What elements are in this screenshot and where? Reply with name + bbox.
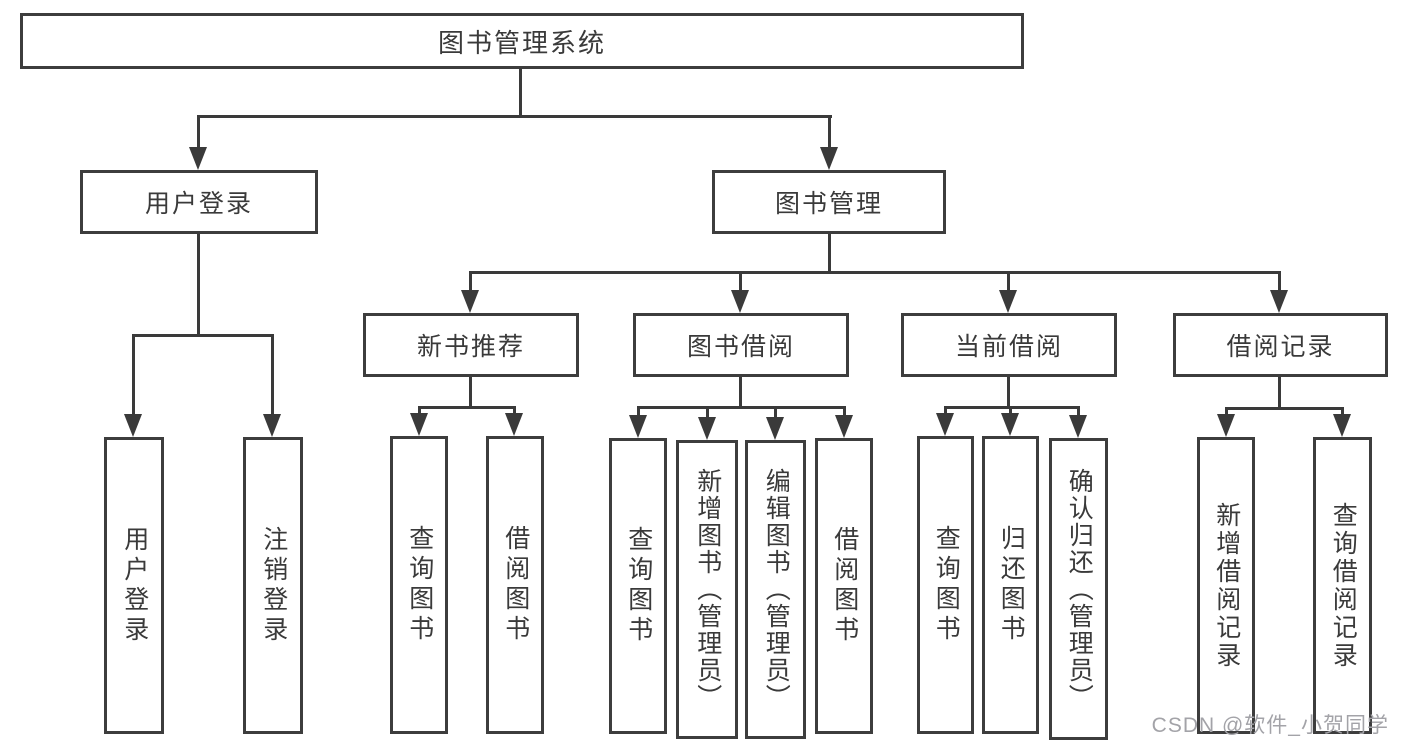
leaf-confirm-return-admin: 确认归还（管理员）	[1049, 438, 1108, 740]
arrow-down-icon	[1333, 414, 1351, 437]
connector-drop	[944, 406, 947, 416]
leaf-query-books-recommend: 查询图书	[390, 436, 448, 734]
node-new-book-recommend: 新书推荐	[363, 313, 579, 377]
arrow-down-icon	[766, 417, 784, 440]
arrow-down-icon	[820, 147, 838, 170]
leaf-return-books: 归还图书	[982, 436, 1039, 734]
arrow-down-icon	[410, 413, 428, 436]
connector-current-borrow-stem	[1007, 377, 1010, 409]
node-borrow-records: 借阅记录	[1173, 313, 1388, 377]
leaf-borrow-books: 借阅图书	[815, 438, 873, 734]
connector-borrow-records-stem	[1278, 377, 1281, 410]
leaf-query-borrow-record: 查询借阅记录	[1313, 437, 1372, 734]
connector-borrow-records-split	[1225, 407, 1344, 410]
arrow-down-icon	[1001, 413, 1019, 436]
node-library-management-system: 图书管理系统	[20, 13, 1024, 69]
connector-drop	[1077, 406, 1080, 416]
node-book-management: 图书管理	[712, 170, 946, 234]
connector-drop-leaf-logout	[271, 334, 274, 416]
connector-drop	[637, 406, 640, 418]
leaf-logout: 注销登录	[243, 437, 303, 734]
connector-book-management-stem	[828, 234, 831, 274]
arrow-down-icon	[124, 414, 142, 437]
connector-current-borrow-split	[944, 406, 1080, 409]
connector-drop	[418, 406, 421, 416]
connector-root-split	[197, 115, 832, 118]
connector-drop	[1009, 406, 1012, 416]
connector-drop	[1225, 407, 1228, 417]
arrow-down-icon	[505, 413, 523, 436]
connector-drop	[1341, 407, 1344, 417]
arrow-down-icon	[189, 147, 207, 170]
connector-book-borrow-split	[637, 406, 845, 409]
connector-drop-book-borrow	[739, 271, 742, 293]
connector-drop-current-borrow	[1007, 271, 1010, 293]
arrow-down-icon	[461, 290, 479, 313]
arrow-down-icon	[1069, 415, 1087, 438]
connector-user-login-stem	[197, 234, 200, 337]
connector-drop-book-management	[828, 115, 831, 149]
connector-book-borrow-stem	[739, 377, 742, 409]
connector-new-book-stem	[469, 377, 472, 409]
leaf-query-books-current: 查询图书	[917, 436, 974, 734]
connector-drop	[774, 406, 777, 418]
connector-drop	[513, 406, 516, 416]
connector-new-book-split	[418, 406, 516, 409]
connector-drop	[843, 406, 846, 418]
leaf-borrow-books-recommend: 借阅图书	[486, 436, 544, 734]
connector-user-login-split	[132, 334, 274, 337]
leaf-query-books-borrow: 查询图书	[609, 438, 667, 734]
arrow-down-icon	[629, 415, 647, 438]
arrow-down-icon	[698, 417, 716, 440]
connector-book-management-split	[469, 271, 1281, 274]
arrow-down-icon	[1217, 414, 1235, 437]
connector-drop-leaf-user-login	[132, 334, 135, 416]
connector-drop-user-login	[197, 115, 200, 149]
arrow-down-icon	[936, 413, 954, 436]
csdn-watermark: CSDN @软件_小贺同学	[1151, 714, 1389, 737]
arrow-down-icon	[731, 290, 749, 313]
leaf-edit-books-admin: 编辑图书（管理员）	[745, 440, 806, 739]
arrow-down-icon	[999, 290, 1017, 313]
connector-drop-borrow-records	[1278, 271, 1281, 293]
node-current-borrow: 当前借阅	[901, 313, 1117, 377]
leaf-user-login: 用户登录	[104, 437, 164, 734]
arrow-down-icon	[835, 415, 853, 438]
connector-drop-new-book-recommend	[469, 271, 472, 293]
node-user-login: 用户登录	[80, 170, 318, 234]
leaf-add-borrow-record: 新增借阅记录	[1197, 437, 1255, 734]
node-book-borrow: 图书借阅	[633, 313, 849, 377]
arrow-down-icon	[263, 414, 281, 437]
connector-root-stem	[519, 68, 522, 117]
arrow-down-icon	[1270, 290, 1288, 313]
leaf-add-books-admin: 新增图书（管理员）	[676, 440, 738, 739]
connector-drop	[706, 406, 709, 418]
